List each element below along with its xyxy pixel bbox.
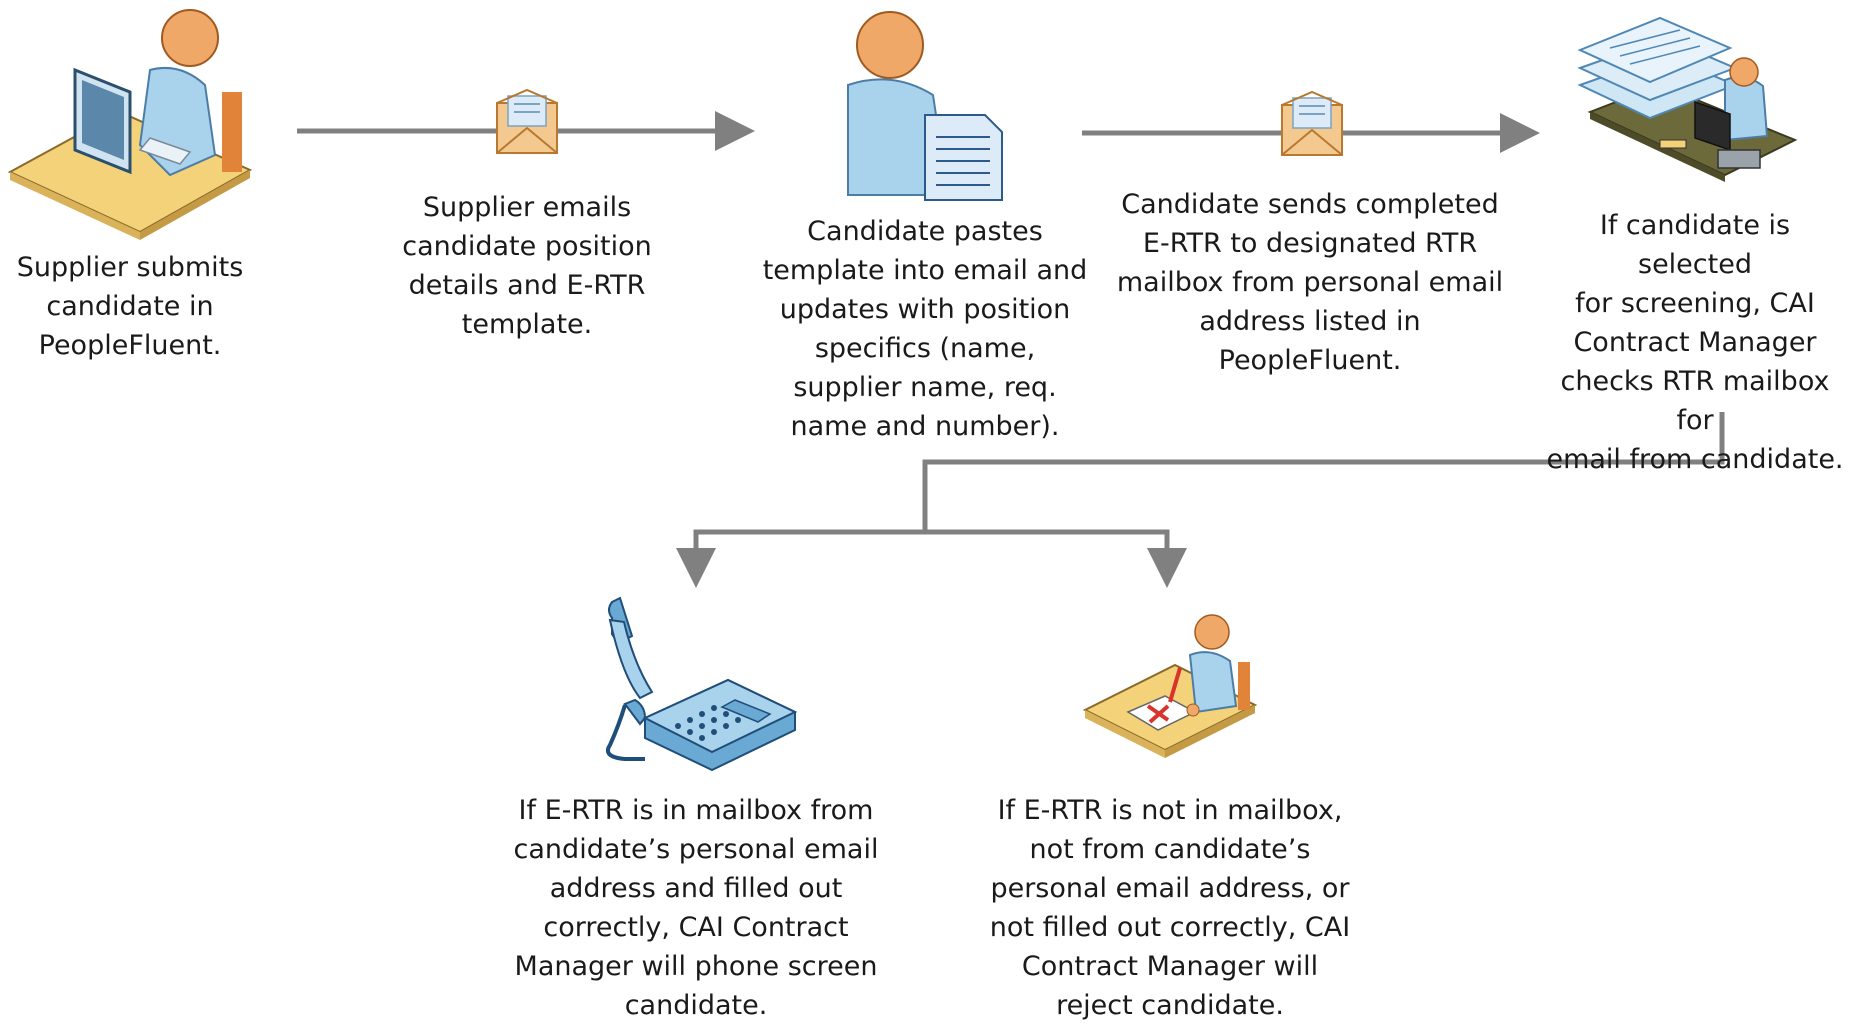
person-rejecting-form-icon [1082,614,1258,758]
step-label-reject: If E-RTR is not in mailbox, not from can… [989,795,1351,1021]
envelope-icon [1281,90,1343,156]
branch-arrow-phone [676,529,925,588]
person-with-documents-at-desk-icon [1577,16,1798,182]
branch-arrow-reject [925,529,1187,588]
step-label-supplier-submits: Supplier submits candidate in PeopleFlue… [16,252,244,361]
step-label-manager-checks: If candidate is selected for screening, … [1546,210,1844,475]
step-label-candidate-sends: Candidate sends completed E-RTR to desig… [1116,189,1504,376]
envelope-icon [496,88,558,154]
step-label-phone-screen: If E-RTR is in mailbox from candidate’s … [513,795,879,1021]
branch-connector [922,412,1725,532]
step-label-candidate-pastes: Candidate pastes template into email and… [762,216,1088,442]
step-label-supplier-emails: Supplier emails candidate position detai… [402,192,652,340]
person-at-computer-icon [7,9,253,240]
telephone-icon [605,596,798,772]
person-with-document-icon [847,11,1003,201]
